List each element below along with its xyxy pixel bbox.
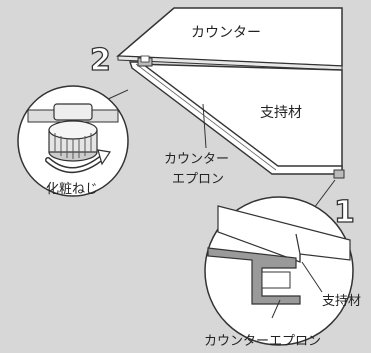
label-support: 支持材 <box>260 105 302 121</box>
step-1-number: 1 <box>334 195 355 230</box>
counter-slab <box>116 7 343 71</box>
step-2-number: 2 <box>90 43 111 78</box>
label-apron-detail: カウンターエプロン <box>204 334 321 349</box>
leader-apron <box>202 103 207 149</box>
label-support-detail: 支持材 <box>322 294 361 309</box>
bottom-connector <box>333 169 345 179</box>
label-counter: カウンター <box>191 25 261 41</box>
section-detail <box>204 196 354 346</box>
top-connector <box>137 55 153 67</box>
label-apron-line2: エプロン <box>172 172 224 187</box>
leader-step2 <box>105 89 129 101</box>
screw-detail <box>17 85 129 197</box>
label-screw: 化粧ねじ <box>46 182 98 197</box>
label-apron-line1: カウンター <box>164 152 229 167</box>
